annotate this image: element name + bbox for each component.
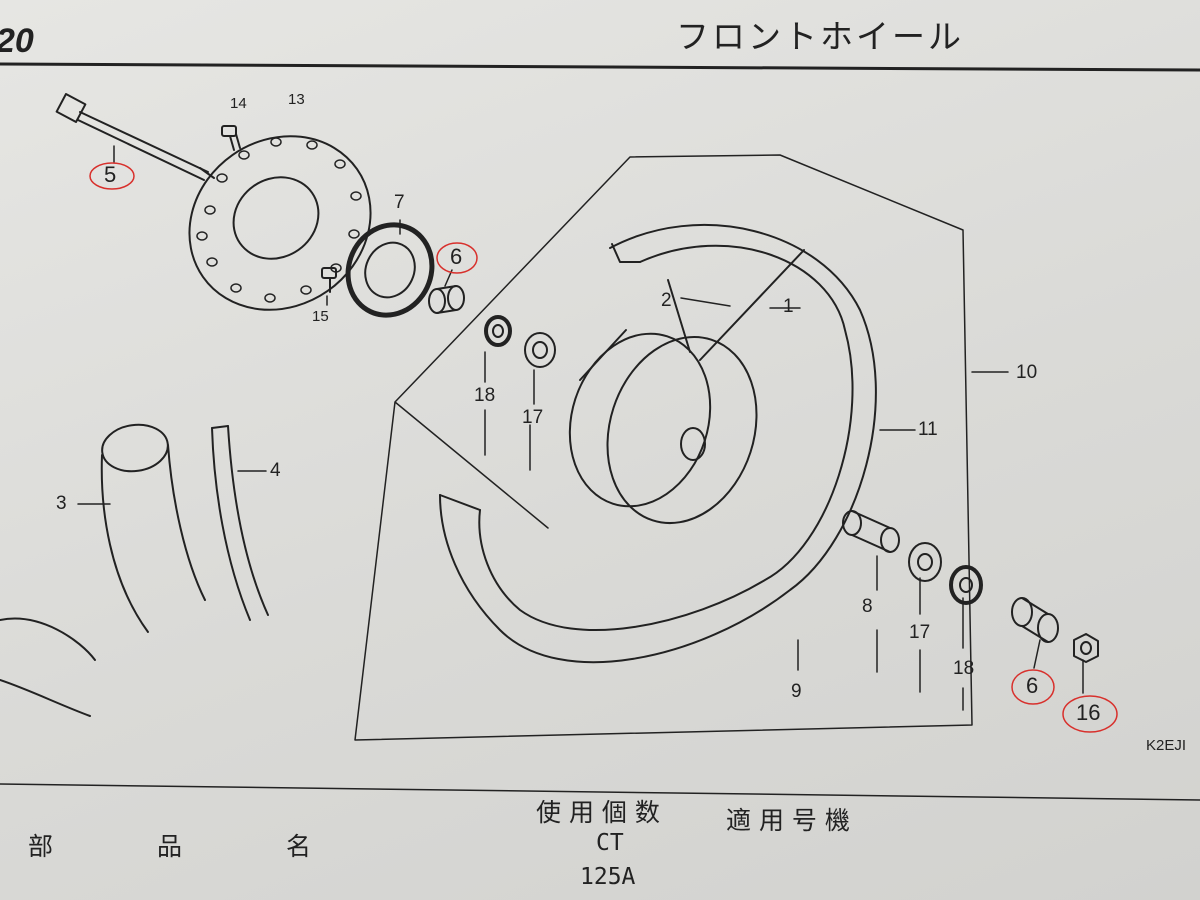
collar-part-6-right — [1011, 597, 1059, 643]
part-label-7: 7 — [394, 192, 405, 213]
part-label-17-left: 17 — [522, 407, 544, 428]
part-label-11: 11 — [918, 419, 938, 440]
annotation-circle-6-right — [1011, 669, 1055, 705]
part-label-5: 5 — [104, 162, 117, 187]
annotation-circle-16 — [1062, 695, 1118, 733]
seal-part-18-left — [484, 315, 512, 347]
leader-lines — [77, 145, 1084, 711]
nut-part-16 — [1073, 633, 1099, 663]
part-label-17-right: 17 — [909, 622, 931, 643]
part-label-8: 8 — [862, 596, 873, 617]
collar-part-6-left — [428, 285, 465, 314]
usage-count-heading: 使 用 個 数 — [536, 798, 660, 827]
part-label-9: 9 — [791, 681, 802, 702]
red-annotations — [89, 162, 1118, 733]
part-label-2: 2 — [661, 290, 672, 311]
assembly-outline — [354, 154, 973, 741]
bearing-part-17-right — [908, 542, 942, 582]
tire-arc-left — [0, 617, 96, 717]
part-label-14: 14 — [230, 95, 247, 112]
part-label-3: 3 — [56, 493, 67, 514]
rim-part-9 — [439, 223, 877, 664]
part-name-heading: 部 品 名 — [28, 832, 330, 861]
model-line-1: CT — [596, 830, 624, 856]
distance-collar-part-8 — [842, 510, 900, 553]
part-label-6-right: 6 — [1026, 673, 1039, 698]
part-label-1: 1 — [783, 296, 794, 317]
part-label-18-left: 18 — [474, 385, 496, 406]
spoke-part-2 — [667, 279, 691, 353]
page-number: 20 — [0, 22, 34, 60]
part-label-16: 16 — [1076, 700, 1101, 725]
table-rule — [0, 783, 1200, 801]
pulser-ring-part-7 — [345, 222, 435, 318]
header-rule — [0, 62, 1200, 72]
part-label-4: 4 — [270, 460, 281, 481]
part-label-15: 15 — [312, 308, 329, 325]
part-label-13: 13 — [288, 91, 305, 108]
bolt-part-14 — [221, 125, 241, 151]
spoke-part-1 — [699, 249, 805, 361]
seal-part-18-right — [949, 565, 983, 605]
applicable-models-heading: 適 用 号 機 — [726, 806, 850, 835]
annotation-circle-5 — [89, 162, 135, 190]
annotation-circle-6-left — [436, 242, 478, 274]
page-title: フロントホイール — [676, 17, 964, 56]
hub-part-11 — [568, 329, 758, 525]
brake-disc-part-13 — [188, 135, 372, 311]
part-label-18-right: 18 — [953, 658, 975, 679]
tire-part-3 — [100, 423, 206, 633]
bolt-part-15 — [321, 267, 337, 293]
tube-flap-part-4 — [211, 425, 269, 621]
part-label-10: 10 — [1016, 362, 1038, 383]
part-label-6-left: 6 — [450, 244, 463, 269]
diagram-code: K2EJI — [1146, 737, 1187, 754]
axle-part-5 — [55, 93, 215, 181]
model-line-2: 125A — [580, 864, 636, 890]
bearing-part-17-left — [524, 332, 556, 368]
